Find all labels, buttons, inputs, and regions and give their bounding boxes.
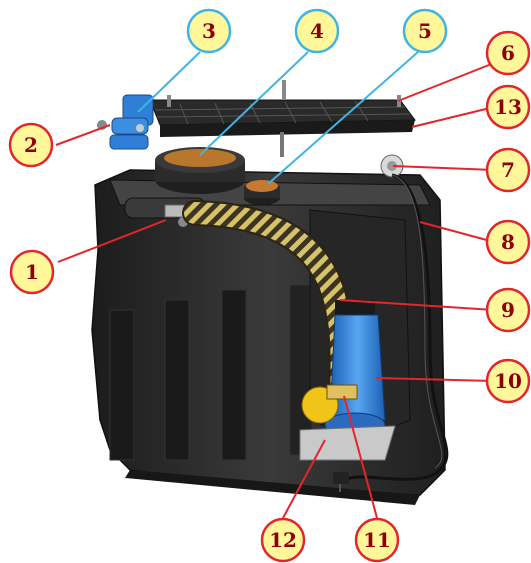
power-plug-icon [333,173,449,492]
cable-gland [380,154,404,178]
callout-4-label: 4 [310,19,324,43]
callout-8: 8 [485,219,531,265]
callout-7: 7 [485,147,531,193]
callout-6-label: 6 [501,41,515,65]
callout-13-label: 13 [494,95,522,119]
callouts: 1 2 3 4 5 6 13 7 [8,8,531,563]
callout-12: 12 [260,517,306,563]
callout-3-label: 3 [202,19,216,43]
callout-11: 11 [354,517,400,563]
callout-11-label: 11 [363,528,391,552]
vent-cap [155,147,245,194]
callout-10-label: 10 [494,369,522,393]
callout-2: 2 [8,122,54,168]
callout-10: 10 [485,358,531,404]
callout-13: 13 [485,84,531,130]
callout-1-label: 1 [25,260,39,284]
callout-9: 9 [485,287,531,333]
callout-4: 4 [294,8,340,54]
inspection-plug [244,180,280,205]
callout-5: 5 [402,8,448,54]
callout-12-label: 12 [269,528,297,552]
leader-lines [55,51,495,519]
callout-6: 6 [485,30,531,76]
callout-2-label: 2 [24,133,38,157]
inlet-pipe [97,94,154,150]
callout-7-label: 7 [501,158,515,182]
callout-3: 3 [186,8,232,54]
callout-5-label: 5 [418,19,432,43]
callout-9-label: 9 [501,298,515,322]
callout-8-label: 8 [501,230,515,254]
callout-1: 1 [9,249,55,295]
grid-cover-icon [149,80,416,157]
base-plate [299,425,396,461]
